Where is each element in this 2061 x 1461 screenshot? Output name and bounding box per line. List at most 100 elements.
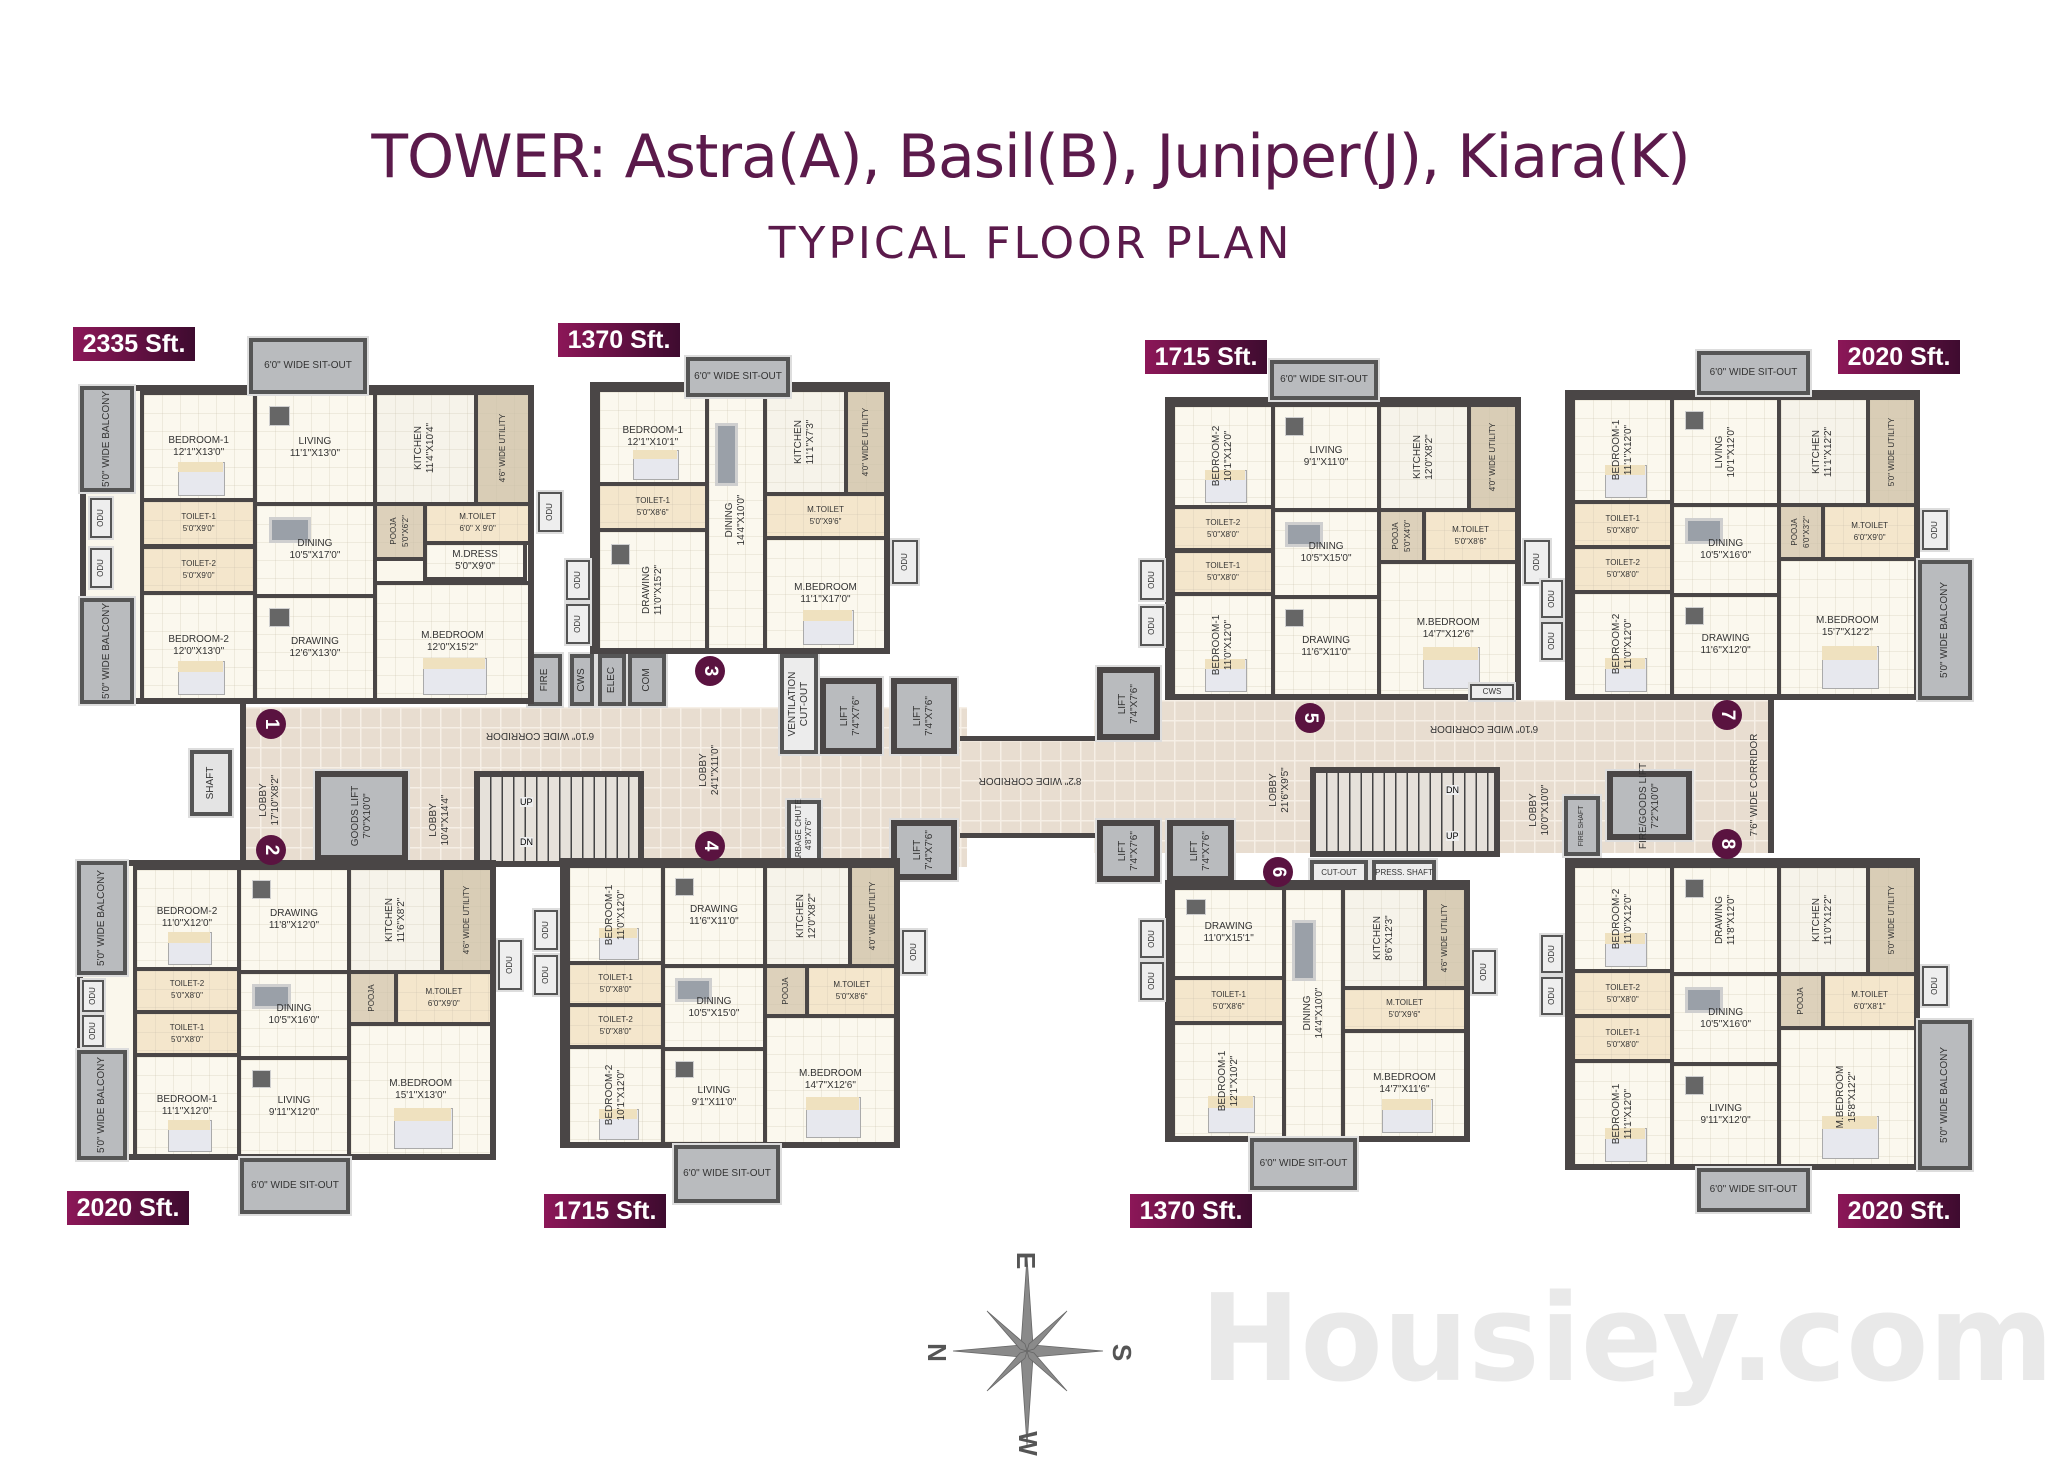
room-name: CWS xyxy=(1482,687,1502,696)
coffee-table-icon xyxy=(268,608,291,627)
room-name: KITCHEN xyxy=(1371,916,1383,960)
room-name: 4'0" WIDE UTILITY xyxy=(1487,423,1497,492)
coffee-table-icon xyxy=(1285,417,1305,437)
wall xyxy=(1768,700,1774,853)
room-label: ODU xyxy=(1146,617,1158,635)
room-name: ODU xyxy=(1547,590,1556,608)
room-label: 5'0" WIDE BALCONY xyxy=(96,870,108,966)
room-name: TOILET-1 xyxy=(1205,561,1241,571)
room-label: ODU xyxy=(1478,963,1490,981)
shaft: SHAFT xyxy=(188,748,234,818)
room-dims: 5'0"X8'0" xyxy=(1606,525,1639,535)
room-4-6-wide-utility: 4'6" WIDE UTILITY xyxy=(473,391,532,506)
room-name: LIVING xyxy=(1713,435,1725,469)
room-dims: 12'1"X10'2" xyxy=(1228,1055,1240,1106)
room-label: ODU xyxy=(1546,945,1558,963)
room-name: 6'0" WIDE SIT-OUT xyxy=(694,371,782,382)
room-dims: 11'0"X15'2" xyxy=(652,565,664,616)
room-name: M.BEDROOM xyxy=(1816,615,1879,627)
room-pooja: POOJA xyxy=(347,969,398,1026)
odu-unit: ODU xyxy=(80,978,106,1014)
room-name: 6'0" WIDE SIT-OUT xyxy=(683,1168,771,1179)
room-dims: 11'0"X12'2" xyxy=(1823,894,1835,946)
room-name: 5'0" WIDE BALCONY xyxy=(101,390,112,488)
compass: E N S W xyxy=(922,1245,1137,1456)
room-name: KITCHEN xyxy=(793,420,805,464)
com-label: COM xyxy=(641,668,652,692)
room-name: TOILET-2 xyxy=(598,1014,633,1024)
area-badge: 1715 Sft. xyxy=(544,1194,666,1228)
unit-number: 8 xyxy=(1712,829,1742,859)
room-dims: 5'0"X8'0" xyxy=(1606,1039,1639,1049)
unit-number: 7 xyxy=(1712,700,1742,730)
room-label: ODU xyxy=(572,571,584,589)
room-dims: 14'7"X12'6" xyxy=(804,1080,856,1092)
up-label: UP xyxy=(1446,831,1459,841)
lobby-name: LOBBY xyxy=(258,783,269,817)
room-name: TOILET-1 xyxy=(181,512,216,522)
room-dims: 12'0"X15'2" xyxy=(427,641,478,653)
balcony: 5'0" WIDE BALCONY xyxy=(78,596,136,706)
odu-unit: ODU xyxy=(88,496,114,540)
room-label: ODU xyxy=(544,503,556,521)
compass-east: E xyxy=(1011,1251,1042,1270)
lift-dims: 7'4"X7'6" xyxy=(1128,831,1140,871)
room-name: 4'6" WIDE UTILITY xyxy=(1440,903,1450,973)
unit-number: 5 xyxy=(1295,703,1325,733)
room-name: BEDROOM-1 xyxy=(1610,419,1622,481)
room-dims: 9'1"X11'0" xyxy=(691,1096,737,1108)
lobby-name: LOBBY xyxy=(1528,793,1539,827)
coffee-table-icon xyxy=(675,1060,694,1079)
room-name: 6'0" WIDE SIT-OUT xyxy=(1280,374,1368,385)
press-shaft-label: PRESS. SHAFT xyxy=(1375,868,1433,877)
room-name: POOJA xyxy=(1796,987,1806,1015)
down-label: DN xyxy=(1446,785,1459,795)
room-label: ODU xyxy=(1546,632,1558,650)
room-label: ODU xyxy=(87,987,99,1005)
balcony: 5'0" WIDE BALCONY xyxy=(75,1048,129,1162)
unit-number: 2 xyxy=(256,835,286,865)
room-dims: 5'0"X8'6" xyxy=(835,992,868,1002)
odu-unit: ODU xyxy=(532,908,560,952)
cws-label: CWS xyxy=(576,668,587,692)
odu-unit: ODU xyxy=(1920,964,1950,1008)
room-name: TOILET-1 xyxy=(1605,513,1640,523)
room-name: DINING xyxy=(696,995,732,1007)
balcony: 5'0" WIDE BALCONY xyxy=(1916,558,1974,702)
room-name: 5'0" WIDE BALCONY xyxy=(1939,581,1950,679)
room-name: DRAWING xyxy=(1701,633,1750,645)
odu-unit: ODU xyxy=(1539,933,1565,975)
